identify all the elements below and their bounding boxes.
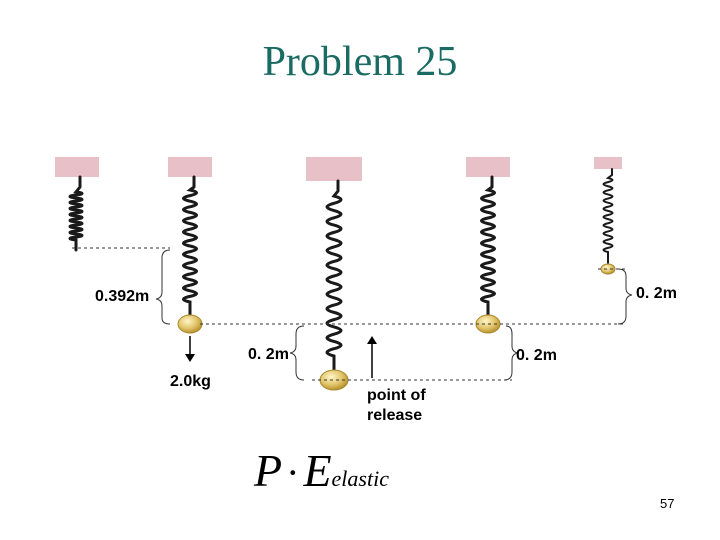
formula-dot: · (286, 450, 300, 495)
label-disp-right: 0. 2m (516, 347, 557, 364)
elastic-pe-formula: P·Eelastic (254, 444, 389, 497)
page-number: 57 (660, 496, 675, 511)
brace-right (503, 325, 519, 381)
ceiling-mount-1 (55, 157, 99, 177)
spring-1-unstretched (68, 175, 84, 252)
ceiling-mount-4 (466, 157, 510, 177)
spring-4-equilibrium (480, 175, 496, 317)
release-arrow-head (367, 336, 377, 344)
label-release: point of release (367, 387, 426, 424)
brace-middle (289, 325, 305, 381)
label-mass: 2.0kg (170, 373, 211, 390)
ceiling-mount-3 (306, 157, 362, 181)
spring-2-equilibrium (182, 175, 198, 317)
formula-subscript: elastic (331, 466, 389, 491)
slide-title: Problem 25 (262, 39, 458, 85)
formula-p: P (254, 445, 283, 496)
brace-stretch-left (155, 249, 171, 325)
spring-5-small (602, 168, 614, 264)
formula-e: E (303, 445, 332, 496)
mass-ball-2 (177, 314, 203, 334)
spring-3-stretched (325, 179, 343, 372)
ceiling-mount-5 (594, 157, 622, 169)
ceiling-mount-2 (168, 157, 212, 177)
label-disp-far-right: 0. 2m (636, 285, 677, 302)
brace-far-right (617, 268, 633, 325)
gravity-arrow-head (185, 354, 195, 362)
label-stretch-left: 0.392m (95, 288, 150, 305)
label-disp-middle: 0. 2m (248, 346, 289, 363)
